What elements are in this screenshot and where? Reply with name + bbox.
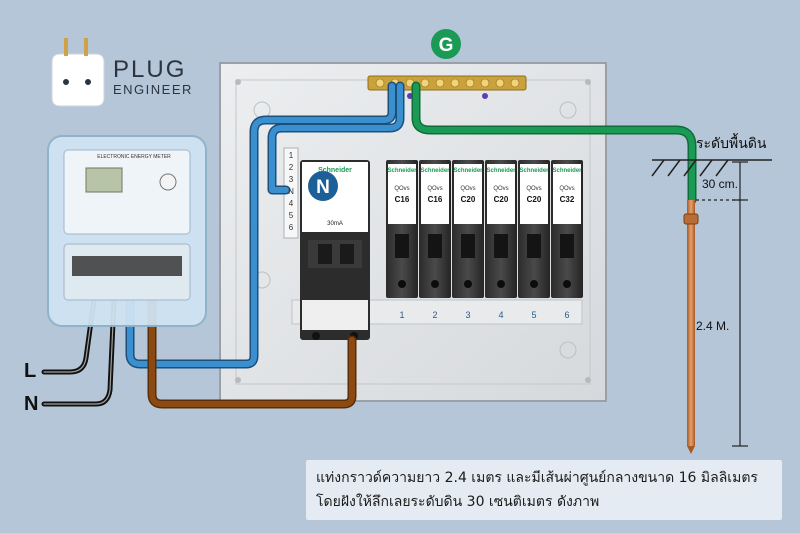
breaker-rating: C16 [428,195,443,204]
wire-L-label: L [24,360,36,382]
ground-marker-badge [431,29,461,59]
breaker-rating: C20 [527,195,542,204]
caption-line1: แท่งกราวด์ความยาว 2.4 เมตร และมีเส้นผ่าศ… [316,470,758,486]
slot-number: 1 [399,310,404,320]
plug-logo-icon [51,38,105,107]
terminal-number: 3 [289,175,294,184]
dimension-lines [696,161,748,447]
depth-label: 30 cm. [702,177,738,191]
breaker-brand: Schneider [453,168,483,174]
breaker-brand: Schneider [486,168,516,174]
terminal-number: N [288,187,294,196]
caption-box: แท่งกราวด์ความยาว 2.4 เมตร และมีเส้นผ่าศ… [306,460,782,520]
branch-breakers: SchneiderQOvsC16SchneiderQOvsC16Schneide… [386,160,583,298]
breaker-rating: C20 [494,195,509,204]
caption-line2: โดยฝังให้ลึกเลยระดับดิน 30 เซนติเมตร ดัง… [316,494,600,510]
brand-line2: ENGINEER [113,82,193,97]
terminal-number: 6 [289,223,294,232]
brand-line1: PLUG [113,56,187,83]
breaker-rating: C16 [395,195,410,204]
terminal-number: 2 [289,163,294,172]
energy-meter [47,135,207,327]
terminal-labels: 1 2 3N 4 5 6 [288,151,294,232]
main-breaker-brand: Schneider [318,167,352,174]
breaker-model: QOvs [526,186,541,192]
breaker-brand: Schneider [387,168,417,174]
slot-number: 2 [432,310,437,320]
ground-marker-label: G [439,35,454,56]
breaker-model: QOvs [394,186,409,192]
neutral-marker-label: N [316,177,330,198]
breaker-model: QOvs [493,186,508,192]
breaker-model: QOvs [559,186,574,192]
terminal-number: 1 [289,151,294,160]
breaker-model: QOvs [427,186,442,192]
breaker-model: QOvs [460,186,475,192]
terminal-number: 5 [289,211,294,220]
wire-N-label: N [24,393,38,415]
slot-number: 5 [531,310,536,320]
slot-labels: 1 2 3 4 5 6 [399,310,569,320]
breaker-brand: Schneider [552,168,582,174]
meter-title: ELECTRONIC ENERGY METER [97,154,171,160]
slot-number: 6 [564,310,569,320]
slot-number: 4 [498,310,503,320]
breaker-brand: Schneider [519,168,549,174]
breaker-brand: Schneider [420,168,450,174]
ground-rod [683,200,699,454]
terminal-number: 4 [289,199,294,208]
brand-logo: PLUG ENGINEER [113,58,193,98]
breaker-rating: C32 [560,195,575,204]
wires [41,81,697,409]
rod-length-label: 2.4 M. [696,319,729,333]
ground-bus-bar [367,75,527,99]
main-breaker-rating: 30mA [327,221,343,227]
ground-level-label: ระดับพื้นดิน [696,133,767,152]
slot-number: 3 [465,310,470,320]
ground-level-marker [651,159,772,177]
neutral-marker-badge [308,171,338,201]
breaker-rating: C20 [461,195,476,204]
